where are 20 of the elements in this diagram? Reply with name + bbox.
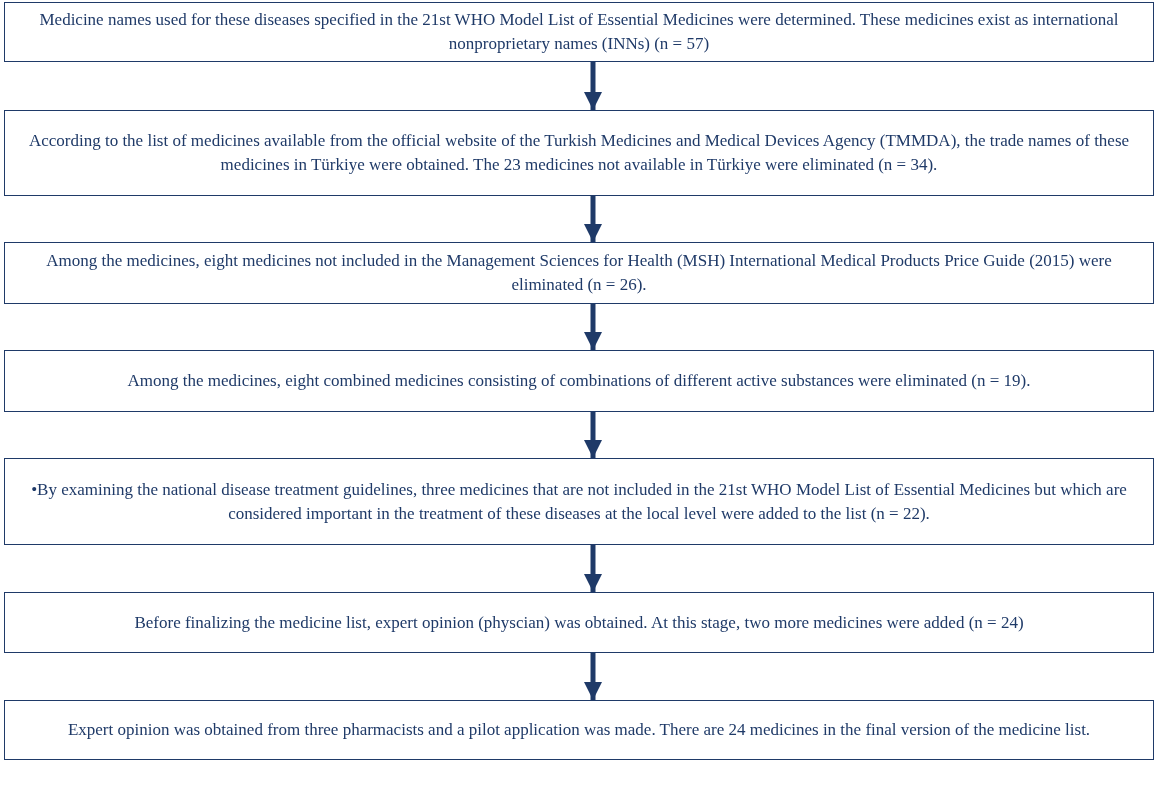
step-text: Among the medicines, eight medicines not included in the Management Sciences for Health (MSH) International Medical Products Price Guide (2015) were eliminated (n = 26). <box>45 250 1113 296</box>
step-text: Expert opinion was obtained from three pharmacists and a pilot application was made. There are 24 medicines in the final version of the medicine list. <box>67 719 1091 741</box>
step-text: Among the medicines, eight combined medicines consisting of combinations of different active substances were eliminated (n = 19). <box>127 370 1031 392</box>
arrow <box>584 545 602 592</box>
arrow <box>584 62 602 110</box>
process-box <box>4 458 1154 545</box>
arrow <box>584 653 602 700</box>
process-box <box>4 110 1154 196</box>
process-box <box>4 592 1154 653</box>
arrow <box>584 196 602 242</box>
step-text: •By examining the national disease treatment guidelines, three medicines that are not included in the 21st WHO Model List of Essential Medicines but which are considered important in the treatment of these diseases at the local level were added to the list (n = 22). <box>30 478 1128 525</box>
step-text: According to the list of medicines available from the official website of the Turkish Medicines and Medical Devices Agency (TMMDA), the trade names of these medicines in Türkiye were obtained. The 23 medicines not available in Türkiye were eliminated (n = 34). <box>27 130 1131 176</box>
step-text: Before finalizing the medicine list, expert opinion (physcian) was obtained. At this stage, two more medicines were added (n = 24) <box>134 611 1024 634</box>
arrow <box>584 412 602 458</box>
arrow <box>584 304 602 350</box>
step-text: Medicine names used for these diseases specified in the 21st WHO Model List of Essential Medicines were determined. These medicines exist as international nonproprietary names (INNs) (n = 57) <box>38 9 1120 55</box>
process-box <box>4 2 1154 62</box>
process-box <box>4 350 1154 412</box>
process-box <box>4 700 1154 760</box>
process-box <box>4 242 1154 304</box>
